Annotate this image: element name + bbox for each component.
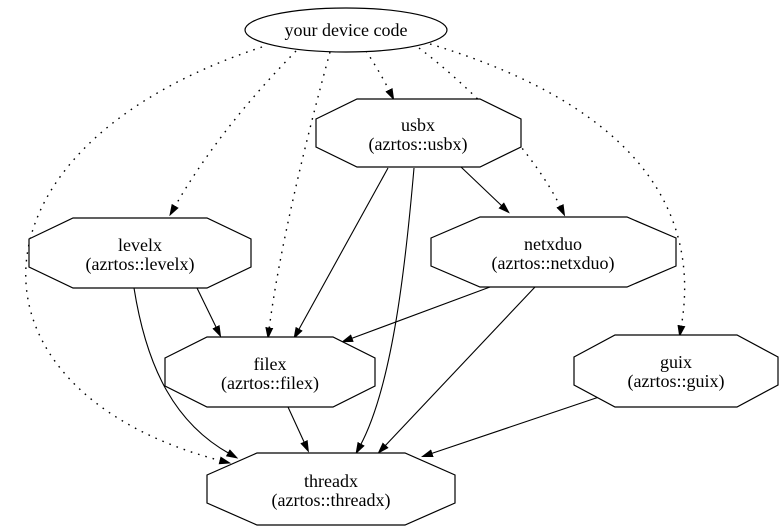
edge-device-usbx [365,50,395,101]
guix-octagon-shape [573,334,779,408]
levelx-octagon-shape [28,217,252,289]
device-ellipse-shape [244,7,448,53]
edge-device-threadx [25,46,263,465]
threadx-octagon-shape [206,452,456,526]
node-usbx: usbx (azrtos::usbx) [315,98,522,168]
guix-sublabel: (azrtos::guix) [628,371,725,392]
edge-levelx-threadx [133,287,239,459]
edge-netxduo-threadx [377,286,536,454]
levelx-sublabel: (azrtos::levelx) [86,254,195,275]
netxduo-label: netxduo [524,234,582,254]
netxduo-octagon-shape [430,216,677,288]
edge-levelx-filex [196,287,222,338]
usbx-label: usbx [401,115,435,135]
filex-sublabel: (azrtos::filex) [221,373,319,394]
threadx-sublabel: (azrtos::threadx) [272,490,391,511]
node-levelx: levelx (azrtos::levelx) [28,217,252,289]
edge-usbx-netxduo [460,166,510,214]
device-label: your device code [285,20,408,40]
edge-device-guix [429,43,686,338]
edge-device-levelx [169,50,297,217]
node-netxduo: netxduo (azrtos::netxduo) [430,216,677,288]
node-filex: filex (azrtos::filex) [164,336,376,408]
edge-filex-threadx [287,406,309,453]
node-guix: guix (azrtos::guix) [573,334,779,408]
threadx-label: threadx [304,471,358,491]
filex-label: filex [254,354,287,374]
levelx-label: levelx [118,235,162,255]
edge-usbx-threadx [355,167,415,455]
usbx-sublabel: (azrtos::usbx) [369,134,468,155]
edge-usbx-filex [293,167,389,340]
edge-netxduo-filex [341,286,491,343]
netxduo-sublabel: (azrtos::netxduo) [492,253,615,274]
edge-guix-threadx [420,395,603,458]
node-threadx: threadx (azrtos::threadx) [206,452,456,526]
guix-label: guix [660,352,692,372]
filex-octagon-shape [164,336,376,408]
usbx-octagon-shape [315,98,522,168]
node-device: your device code [244,7,448,53]
edges-layer [25,43,686,465]
edge-device-filex [265,51,331,340]
